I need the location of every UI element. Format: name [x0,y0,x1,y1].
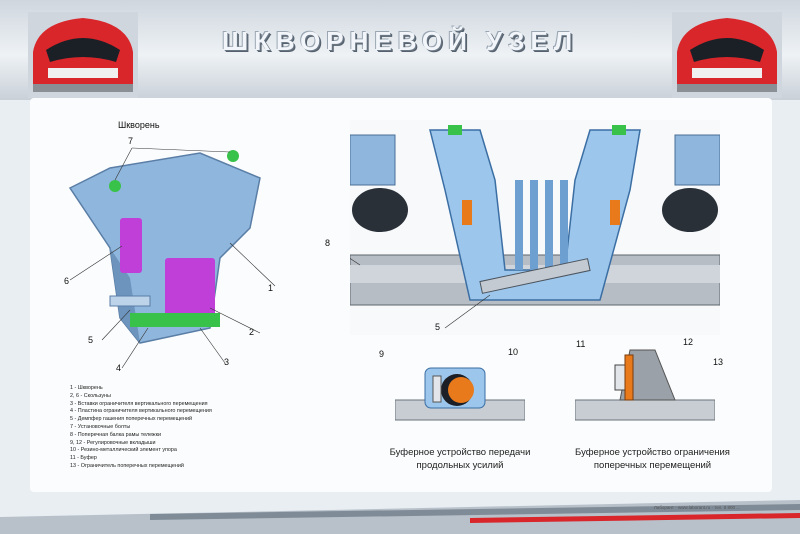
train-image-left [28,12,138,98]
callout-5: 5 [88,335,94,345]
lateral-buffer-caption: Буферное устройство ограничения поперечн… [575,447,730,471]
longitudinal-buffer-illustration [395,360,525,430]
legend-item: 8 - Поперечная балка рамы тележки [70,431,162,438]
legend-item: 3 - Вставки ограничителя вертикального п… [70,400,208,407]
callout-13: 13 [713,357,724,367]
longitudinal-buffer-caption: Буферное устройство передачи продольных … [389,447,531,471]
callout-1: 1 [268,283,274,293]
legend-item: 10 - Резино-металлический элемент упора [70,447,177,454]
callout-11: 11 [576,339,586,349]
bogie-frame-illustration [350,120,720,335]
lateral-buffer-illustration [575,345,715,430]
legend-item: 2, 6 - Скользуны [70,392,111,399]
footer-stripes [0,500,800,534]
legend-item: 4 - Пластина ограничителя вертикального … [70,408,212,415]
kingpin-illustration [68,147,276,369]
kingpin-heading: Шкворень [118,120,160,130]
callout-2: 2 [249,327,255,337]
callout-7: 7 [128,136,134,146]
legend-item: 13 - Ограничитель поперечных перемещений [70,462,184,469]
footer-text: Лаборант · www.laborant.ru · тел. 8 800 … [653,505,740,510]
callout-8: 8 [325,238,331,248]
legend-list: 1 - Шкворень 2, 6 - Скользуны 3 - Вставк… [70,385,300,471]
callout-9: 9 [379,349,385,359]
train-image-right [672,12,782,98]
callout-6: 6 [64,276,70,286]
header-banner: ШКВОРНЕВОЙ УЗЕЛ [0,0,800,100]
legend-item: 1 - Шкворень [70,385,103,391]
callout-5-right: 5 [435,322,441,332]
legend-item: 9, 12 - Регулировочные вкладыши [70,439,156,446]
legend-item: 5 - Демпфер гашения поперечных перемещен… [70,416,193,423]
callout-12: 12 [683,337,694,347]
legend-item: 11 - Буфер [70,455,97,462]
page-title: ШКВОРНЕВОЙ УЗЕЛ [221,26,579,56]
callout-4: 4 [116,363,122,373]
legend-item: 7 - Установочные болты [70,423,131,430]
callout-3: 3 [224,357,230,367]
callout-10: 10 [508,347,519,357]
